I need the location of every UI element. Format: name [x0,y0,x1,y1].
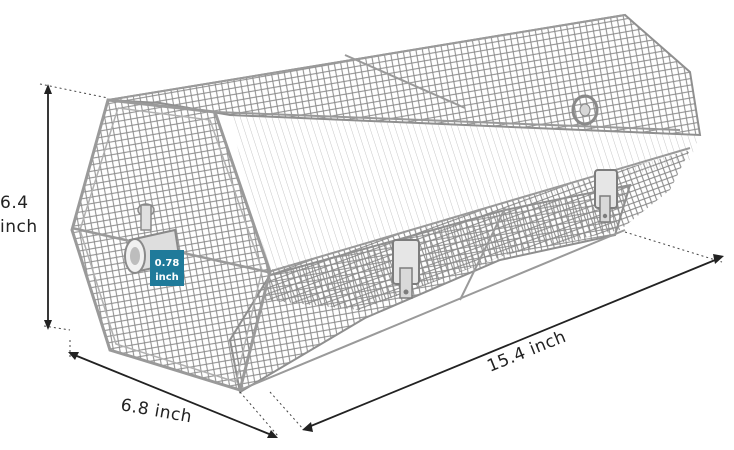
latch-rear [594,169,618,223]
spit-diameter-badge: 0.78 inch [150,250,184,286]
top-seam [344,54,466,109]
mid-seam [459,207,506,301]
far-axle-ring [571,94,599,126]
length-label: 15.4 inch [484,327,569,377]
mid-edge [267,147,691,273]
wire-basket [70,13,702,394]
top-ridge [214,111,681,131]
back-edge [107,14,626,101]
bottom-edge [239,229,626,391]
latch-front [392,239,420,299]
width-label: 6.8 inch [119,395,193,427]
basket-inner-back [230,115,700,270]
height-dimension: 6.4 inch [0,83,109,331]
badge-background [150,250,184,286]
height-value: 6.4 [0,193,29,213]
badge-unit: inch [155,272,179,283]
badge-value: 0.78 [155,258,180,269]
height-unit: inch [0,217,38,237]
